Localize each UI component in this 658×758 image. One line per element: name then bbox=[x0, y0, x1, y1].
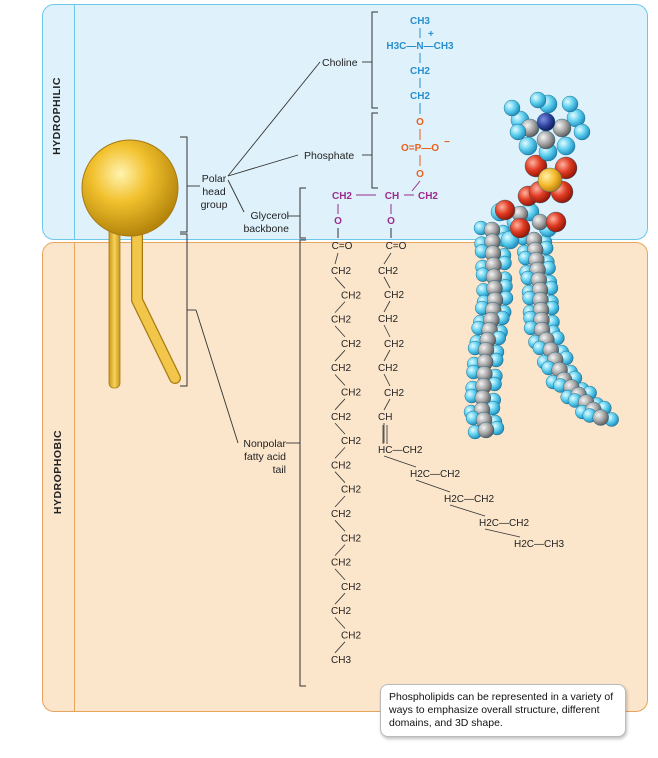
glycerol-o-left: O bbox=[334, 216, 342, 227]
choline-ch2-a: CH2 bbox=[410, 66, 430, 77]
polar-head-label-3: group bbox=[201, 199, 228, 211]
brackets bbox=[180, 11, 378, 687]
saturated-chain-group: CH2 bbox=[341, 533, 361, 544]
choline-carbon bbox=[552, 118, 572, 138]
phosphate-row: O=P—O bbox=[401, 143, 439, 154]
oxygen-atom bbox=[494, 199, 516, 221]
hydrophobic-label-divider bbox=[74, 243, 75, 711]
choline-hydrogen bbox=[509, 123, 527, 141]
unsaturated-chain-group: CH2 bbox=[378, 266, 398, 277]
nitrogen-atom bbox=[536, 112, 556, 132]
choline-ch2-b: CH2 bbox=[410, 91, 430, 102]
saturated-chain-group: CH2 bbox=[341, 339, 361, 350]
choline-structure: CH3 + H3C—N—CH3 CH2 CH2 bbox=[386, 16, 454, 114]
caption-box: Phospholipids can be represented in a va… bbox=[380, 684, 626, 737]
phospholipid-icon bbox=[81, 139, 181, 389]
unsaturated-chain-group: H2C—CH2 bbox=[410, 469, 460, 480]
phosphate-charge: − bbox=[444, 137, 450, 148]
choline-hydrogen bbox=[556, 136, 576, 156]
choline-hydrogen bbox=[573, 123, 591, 141]
glycerol-carbon bbox=[531, 213, 549, 231]
glycerol-o-right: O bbox=[387, 216, 395, 227]
choline-hydrogen bbox=[561, 95, 579, 113]
choline-hydrogen bbox=[529, 91, 547, 109]
unsaturated-chain-group: CH2 bbox=[384, 339, 404, 350]
unsaturated-chain-group: CH2 bbox=[384, 290, 404, 301]
choline-row: H3C—N—CH3 bbox=[386, 41, 454, 52]
choline-hydrogen bbox=[518, 136, 538, 156]
saturated-chain-group: CH2 bbox=[341, 631, 361, 642]
unsaturated-fatty-acid-chain: CH2CH2CH2CH2CH2CH2CHHC—CH2H2C—CH2H2C—CH2… bbox=[378, 252, 564, 550]
saturated-chain-group: CH2 bbox=[341, 388, 361, 399]
nonpolar-label-1: Nonpolar bbox=[243, 438, 286, 450]
tail-a-carbon bbox=[477, 421, 495, 439]
saturated-chain-group: CH2 bbox=[331, 558, 351, 569]
choline-label: Choline bbox=[322, 57, 358, 69]
saturated-chain-group: CH2 bbox=[341, 436, 361, 447]
saturated-chain-group: CH2 bbox=[331, 412, 351, 423]
phosphate-o-bottom: O bbox=[416, 169, 424, 180]
carbonyl-left: C=O bbox=[332, 241, 353, 252]
unsaturated-chain-group: H2C—CH3 bbox=[514, 539, 564, 550]
saturated-chain-group: CH2 bbox=[341, 582, 361, 593]
structure-labels: Choline Phosphate Polar head group Glyce… bbox=[201, 57, 358, 476]
phosphorus-atom bbox=[537, 167, 563, 193]
unsaturated-chain-group: CH2 bbox=[378, 363, 398, 374]
oxygen-atom bbox=[509, 217, 531, 239]
choline-hydrogen bbox=[503, 99, 521, 117]
glycerol-ch: CH bbox=[385, 191, 399, 202]
unsaturated-chain-group: CH2 bbox=[384, 388, 404, 399]
nonpolar-label-3: tail bbox=[273, 464, 286, 476]
hydrophilic-label-divider bbox=[74, 5, 75, 239]
glycerol-label-1: Glycerol bbox=[250, 210, 289, 222]
unsaturated-chain-group: CH bbox=[378, 412, 392, 423]
saturated-chain-group: CH2 bbox=[341, 485, 361, 496]
phosphate-structure: O O=P—O − O bbox=[401, 117, 450, 192]
saturated-fatty-acid-chain: CH2CH2CH2CH2CH2CH2CH2CH2CH2CH2CH2CH2CH2C… bbox=[331, 252, 361, 666]
saturated-chain-group: CH2 bbox=[331, 460, 351, 471]
unsaturated-chain-group: H2C—CH2 bbox=[444, 494, 494, 505]
unsaturated-chain-group: HC—CH2 bbox=[378, 445, 423, 456]
saturated-chain-group: CH2 bbox=[341, 290, 361, 301]
saturated-chain-group: CH2 bbox=[331, 606, 351, 617]
saturated-chain-group: CH2 bbox=[331, 315, 351, 326]
carbonyl-right: C=O bbox=[386, 241, 407, 252]
phosphate-oxygen bbox=[554, 156, 578, 180]
saturated-chain-group: CH3 bbox=[331, 655, 351, 666]
choline-methyl-top: CH3 bbox=[410, 16, 430, 27]
polar-head-label-1: Polar bbox=[202, 173, 227, 185]
saturated-chain-group: CH2 bbox=[331, 266, 351, 277]
choline-charge: + bbox=[428, 29, 434, 40]
phosphate-o-top: O bbox=[416, 117, 424, 128]
space-filling-model bbox=[463, 91, 619, 440]
saturated-chain-group: CH2 bbox=[331, 363, 351, 374]
oxygen-atom bbox=[545, 211, 567, 233]
choline-carbon bbox=[536, 130, 556, 150]
tail-b-carbon bbox=[592, 409, 609, 426]
phosphate-label: Phosphate bbox=[304, 150, 354, 162]
glycerol-structure: CH2 CH CH2 O O C=O C=O bbox=[332, 191, 439, 252]
glycerol-label-2: backbone bbox=[243, 223, 289, 235]
nonpolar-label-2: fatty acid bbox=[244, 451, 286, 463]
glycerol-left-ch2: CH2 bbox=[332, 191, 352, 202]
unsaturated-chain-group: H2C—CH2 bbox=[479, 518, 529, 529]
polar-head-label-2: head bbox=[202, 186, 226, 198]
saturated-chain-group: CH2 bbox=[331, 509, 351, 520]
leader-lines bbox=[187, 61, 372, 444]
unsaturated-chain-group: CH2 bbox=[378, 314, 398, 325]
glycerol-right-ch2: CH2 bbox=[418, 191, 438, 202]
